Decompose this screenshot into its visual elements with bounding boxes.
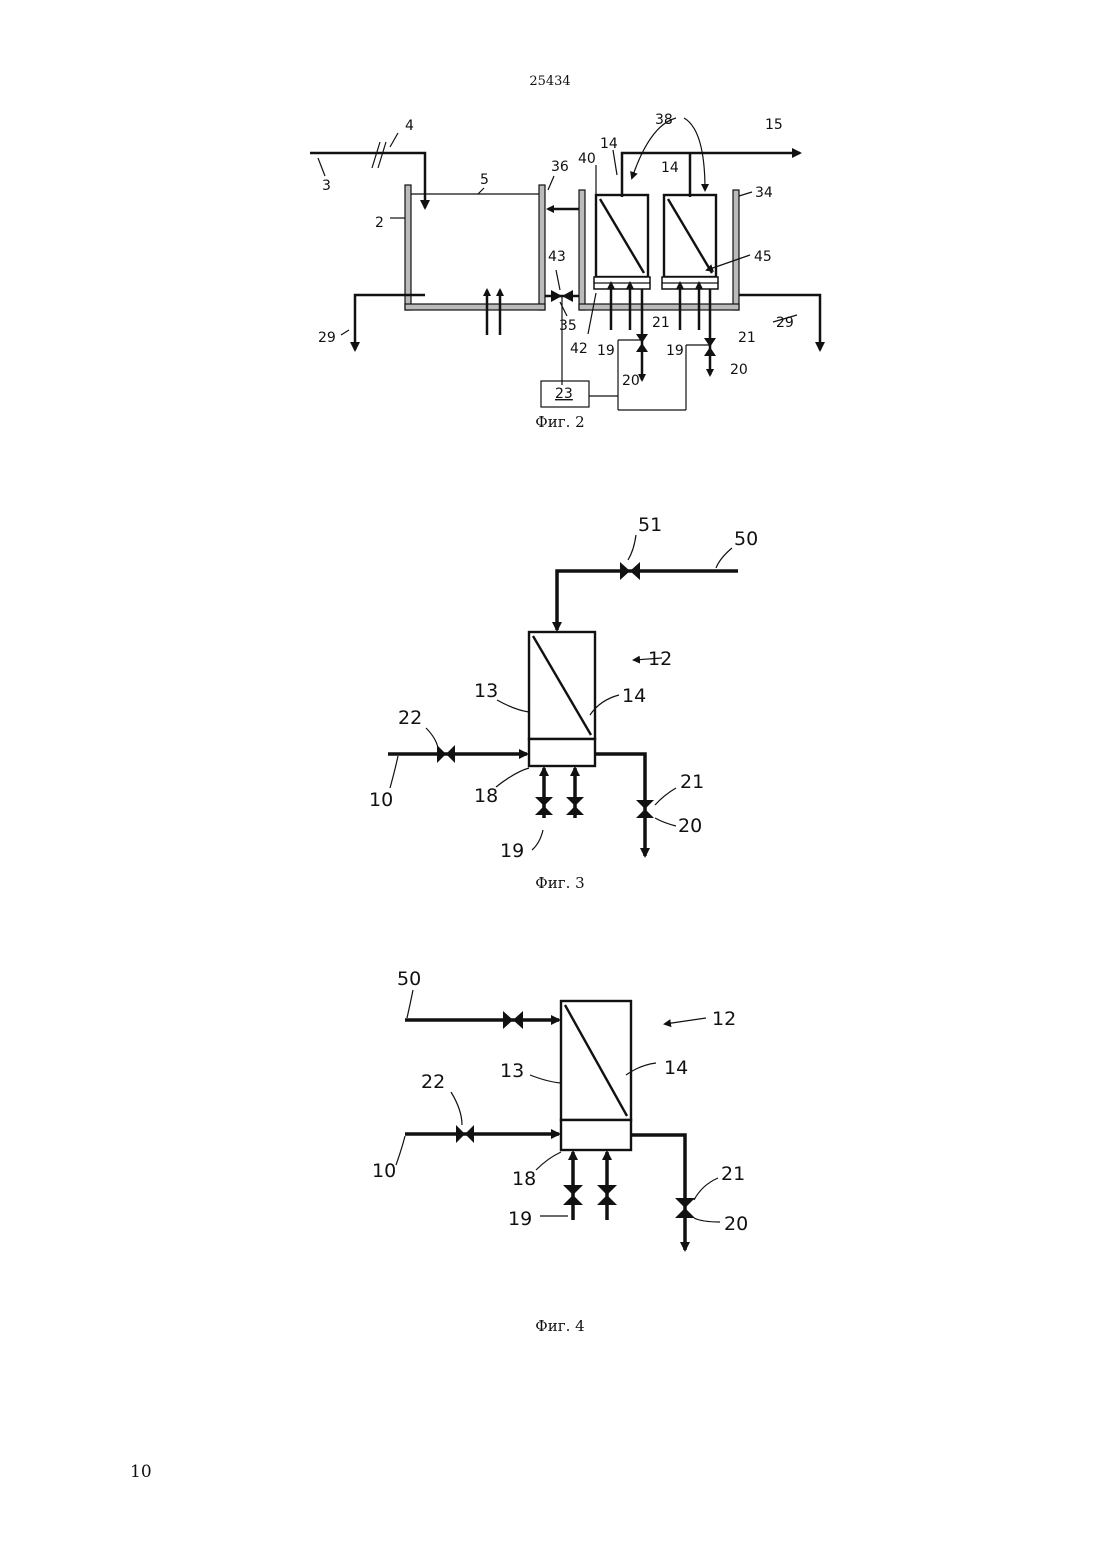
figure-4-caption: Фиг. 4	[460, 1317, 660, 1335]
valve-22b	[456, 1125, 474, 1143]
svg-text:22: 22	[421, 1071, 445, 1093]
svg-text:15: 15	[765, 117, 783, 133]
svg-text:43: 43	[548, 249, 566, 265]
svg-text:14: 14	[622, 685, 646, 707]
valve-51	[620, 562, 640, 580]
svg-text:22: 22	[398, 707, 422, 729]
svg-text:20: 20	[622, 373, 640, 389]
svg-text:19: 19	[508, 1208, 532, 1230]
svg-text:21: 21	[680, 771, 704, 793]
header-18	[529, 739, 595, 766]
svg-text:21: 21	[721, 1163, 745, 1185]
svg-text:21: 21	[738, 330, 756, 346]
svg-text:19: 19	[597, 343, 615, 359]
svg-text:12: 12	[712, 1008, 736, 1030]
figure-2-labels: 3 4 2 5 14 14 15 19 19 20 20 21 21 23 29…	[318, 112, 794, 402]
figure-4	[396, 990, 720, 1250]
svg-text:34: 34	[755, 185, 773, 201]
svg-text:20: 20	[724, 1213, 748, 1235]
svg-text:10: 10	[372, 1160, 396, 1182]
svg-text:14: 14	[600, 136, 618, 152]
svg-text:20: 20	[730, 362, 748, 378]
svg-text:20: 20	[678, 815, 702, 837]
page-number: 10	[130, 1462, 152, 1482]
svg-text:35: 35	[559, 318, 577, 334]
svg-text:50: 50	[397, 968, 421, 990]
svg-text:12: 12	[648, 648, 672, 670]
valve-21b	[675, 1198, 695, 1218]
svg-text:19: 19	[500, 840, 524, 862]
svg-text:51: 51	[638, 514, 662, 536]
valve-22	[437, 745, 455, 763]
figure-3-caption: Фиг. 3	[460, 874, 660, 892]
svg-text:50: 50	[734, 528, 758, 550]
svg-text:3: 3	[322, 178, 331, 194]
valve-50	[503, 1011, 523, 1029]
svg-text:2: 2	[375, 215, 384, 231]
svg-text:14: 14	[661, 160, 679, 176]
svg-text:29: 29	[318, 330, 336, 346]
svg-text:36: 36	[551, 159, 569, 175]
svg-text:10: 10	[369, 789, 393, 811]
svg-text:14: 14	[664, 1057, 688, 1079]
svg-text:13: 13	[500, 1060, 524, 1082]
figure-3	[388, 535, 738, 856]
svg-text:18: 18	[474, 785, 498, 807]
svg-text:29: 29	[776, 315, 794, 331]
header-18b	[561, 1120, 631, 1150]
svg-text:45: 45	[754, 249, 772, 265]
svg-text:38: 38	[655, 112, 673, 128]
svg-text:5: 5	[480, 172, 489, 188]
svg-text:18: 18	[512, 1168, 536, 1190]
svg-text:21: 21	[652, 315, 670, 331]
svg-text:19: 19	[666, 343, 684, 359]
valve-21	[636, 800, 654, 818]
svg-text:4: 4	[405, 118, 414, 134]
svg-text:23: 23	[555, 386, 573, 402]
svg-text:40: 40	[578, 151, 596, 167]
figure-2-caption: Фиг. 2	[460, 413, 660, 431]
svg-text:42: 42	[570, 341, 588, 357]
svg-text:13: 13	[474, 680, 498, 702]
